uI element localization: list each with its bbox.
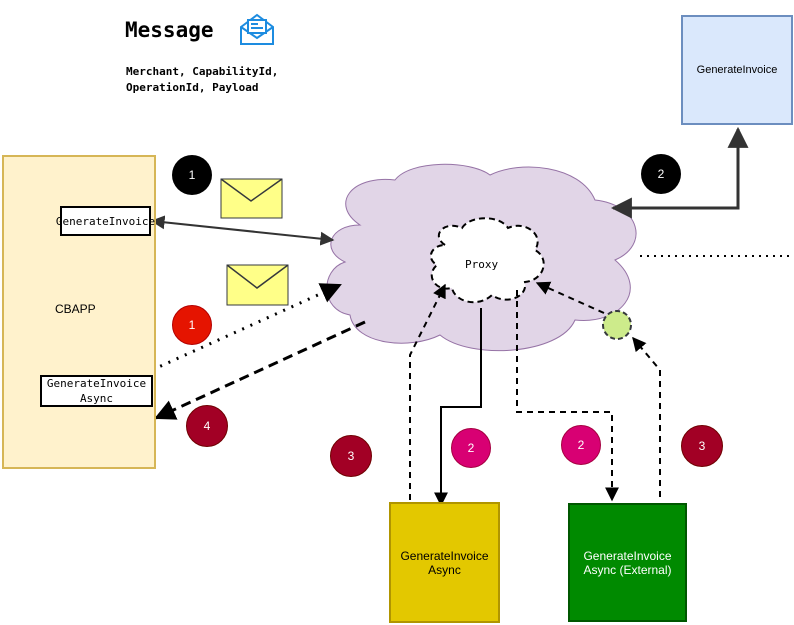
step-badge-1-sync: 1 [172,155,212,195]
cbapp-label: CBAPP [55,302,96,316]
generate-invoice-async-endpoint[interactable]: GenerateInvoice Async [40,375,153,407]
connector-circle-to-proxy [535,281,605,314]
step-badge-4-async: 4 [186,405,228,447]
diagram-title: Message [125,18,214,42]
proxy-label: Proxy [465,258,499,271]
generate-invoice-async-external-service-label: GenerateInvoice Async (External) [583,548,672,577]
generate-invoice-service[interactable]: GenerateInvoice [681,15,793,125]
connector-external-to-circle [632,336,661,497]
generate-invoice-endpoint-label: GenerateInvoice [55,214,156,228]
proxy-cloud-shape [429,217,545,304]
connector-sync-invoice [150,215,335,246]
step-badge-2-internal: 2 [451,428,491,468]
connector-proxy-to-async [434,308,482,507]
generate-invoice-service-label: GenerateInvoice [696,64,778,76]
step-badge-3-internal: 3 [330,435,372,477]
connector-proxy-to-external [516,290,619,502]
connector-async-callback [154,320,366,420]
generate-invoice-async-endpoint-label: GenerateInvoice Async [46,377,147,405]
envelope-icon [226,264,289,306]
step-badge-2-sync: 2 [641,154,681,194]
connector-async-request [151,283,342,372]
connector-async-to-proxy [409,283,446,500]
step-badge-2-external: 2 [561,425,601,465]
message-fields: Merchant, CapabilityId, OperationId, Pay… [126,65,279,94]
step-badge-3-external: 3 [681,425,723,467]
generate-invoice-async-service-label: GenerateInvoice Async [400,548,489,577]
connector-cloud-to-generate-invoice [610,126,749,219]
step-badge-1-async: 1 [172,305,212,345]
generate-invoice-endpoint[interactable]: GenerateInvoice [56,206,155,236]
envelope-icon [220,178,283,219]
external-node-circle [602,310,632,340]
generate-invoice-async-external-service[interactable]: GenerateInvoice Async (External) [568,503,687,622]
generate-invoice-async-service[interactable]: GenerateInvoice Async [389,502,500,623]
message-icon [240,13,274,45]
